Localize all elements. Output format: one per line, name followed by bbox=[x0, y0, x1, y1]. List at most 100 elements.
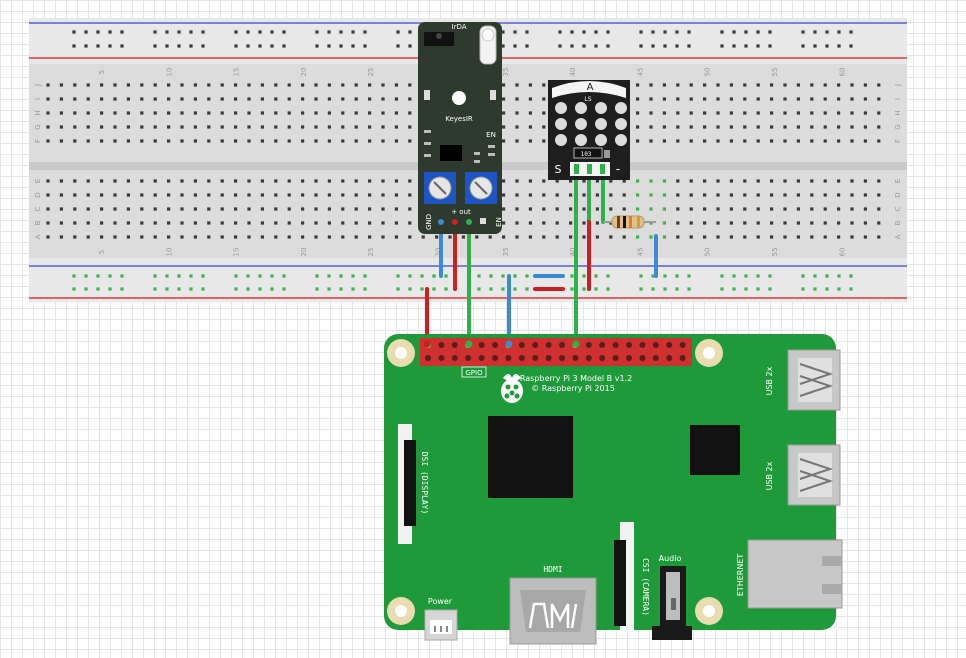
terminal-hole bbox=[676, 111, 680, 115]
gpio-pin[interactable] bbox=[532, 342, 539, 348]
gpio-pin[interactable] bbox=[425, 355, 431, 361]
terminal-hole bbox=[193, 139, 197, 143]
dsi-connector[interactable] bbox=[404, 440, 416, 526]
gpio-pin[interactable] bbox=[492, 355, 498, 361]
terminal-hole bbox=[234, 111, 238, 115]
terminal-hole bbox=[877, 179, 881, 183]
rail-hole-top bbox=[801, 44, 805, 48]
ethernet-port[interactable] bbox=[747, 539, 843, 609]
terminal-hole bbox=[153, 111, 157, 115]
terminal-hole bbox=[662, 139, 666, 143]
terminal-hole bbox=[86, 111, 90, 115]
gpio-pin[interactable] bbox=[478, 355, 485, 361]
rail-hole-top bbox=[96, 44, 100, 48]
gpio-pin[interactable] bbox=[451, 355, 458, 361]
rail-hole-top bbox=[84, 44, 88, 48]
terminal-hole bbox=[502, 83, 506, 87]
rail-hole-top bbox=[570, 44, 574, 48]
terminal-hole bbox=[636, 207, 640, 211]
terminal-hole bbox=[622, 207, 626, 211]
gpio-pin[interactable] bbox=[652, 355, 659, 361]
rail-hole-top bbox=[270, 44, 274, 48]
gpio-pin[interactable] bbox=[639, 342, 646, 348]
rail-hole-bottom bbox=[768, 274, 772, 278]
gpio-pin[interactable] bbox=[626, 355, 632, 361]
rail-hole-top bbox=[315, 30, 319, 34]
terminal-hole bbox=[247, 193, 251, 197]
terminal-hole bbox=[649, 125, 653, 129]
gpio-pin[interactable] bbox=[572, 355, 579, 361]
terminal-hole bbox=[113, 193, 117, 197]
terminal-hole bbox=[126, 179, 130, 183]
gpio-pin[interactable] bbox=[518, 342, 525, 348]
gpio-pin[interactable] bbox=[599, 355, 606, 361]
terminal-hole bbox=[636, 83, 640, 87]
gpio-pin[interactable] bbox=[585, 342, 592, 348]
terminal-hole bbox=[274, 235, 278, 239]
terminal-hole bbox=[823, 179, 827, 183]
terminal-hole bbox=[100, 221, 104, 225]
column-number-top: 45 bbox=[636, 68, 644, 77]
terminal-hole bbox=[810, 193, 814, 197]
terminal-hole bbox=[689, 179, 693, 183]
gpio-pin[interactable] bbox=[652, 342, 659, 348]
gpio-pin[interactable] bbox=[599, 342, 606, 348]
terminal-hole bbox=[756, 97, 760, 101]
terminal-hole bbox=[368, 83, 372, 87]
terminal-hole bbox=[59, 221, 63, 225]
gpio-pin[interactable] bbox=[492, 342, 498, 348]
rail-hole-bottom bbox=[825, 287, 829, 291]
terminal-hole bbox=[46, 111, 50, 115]
terminal-hole bbox=[86, 139, 90, 143]
gpio-pin[interactable] bbox=[518, 355, 525, 361]
terminal-hole bbox=[689, 111, 693, 115]
gpio-pin[interactable] bbox=[559, 355, 565, 361]
terminal-hole bbox=[515, 193, 519, 197]
terminal-hole bbox=[877, 235, 881, 239]
gpio-pin[interactable] bbox=[626, 342, 632, 348]
terminal-hole bbox=[461, 235, 465, 239]
gpio-pin[interactable] bbox=[532, 355, 539, 361]
terminal-hole bbox=[260, 221, 264, 225]
gpio-pin[interactable] bbox=[585, 355, 592, 361]
terminal-hole bbox=[153, 221, 157, 225]
csi-connector[interactable] bbox=[614, 540, 626, 626]
gpio-pin[interactable] bbox=[679, 355, 686, 361]
terminal-hole bbox=[354, 125, 358, 129]
rail-hole-bottom bbox=[351, 274, 355, 278]
gpio-pin[interactable] bbox=[438, 342, 445, 348]
gpio-pin[interactable] bbox=[666, 355, 673, 361]
terminal-hole bbox=[649, 139, 653, 143]
terminal-hole bbox=[837, 111, 841, 115]
rail-hole-top bbox=[246, 30, 250, 34]
terminal-hole bbox=[729, 235, 733, 239]
gpio-pin[interactable] bbox=[679, 342, 686, 348]
rail-hole-bottom bbox=[420, 274, 424, 278]
gpio-pin[interactable] bbox=[505, 355, 512, 361]
gpio-pin[interactable] bbox=[559, 342, 565, 348]
terminal-hole bbox=[555, 221, 559, 225]
terminal-hole bbox=[394, 111, 398, 115]
gpio-pin[interactable] bbox=[451, 342, 458, 348]
terminal-hole bbox=[421, 235, 425, 239]
gpio-pin[interactable] bbox=[545, 342, 552, 348]
terminal-hole bbox=[863, 111, 867, 115]
gpio-pin[interactable] bbox=[612, 342, 619, 348]
terminal-hole bbox=[569, 235, 573, 239]
gpio-pin[interactable] bbox=[639, 355, 646, 361]
gpio-pin[interactable] bbox=[438, 355, 445, 361]
gpio-pin[interactable] bbox=[545, 355, 552, 361]
gpio-pin[interactable] bbox=[478, 342, 485, 348]
gpio-pin[interactable] bbox=[465, 355, 472, 361]
terminal-hole bbox=[368, 221, 372, 225]
terminal-hole bbox=[609, 193, 613, 197]
gpio-pin[interactable] bbox=[612, 355, 619, 361]
rail-hole-bottom bbox=[720, 274, 724, 278]
gpio-pin[interactable] bbox=[666, 342, 673, 348]
rail-hole-top bbox=[558, 44, 562, 48]
terminal-hole bbox=[783, 83, 787, 87]
terminal-hole bbox=[569, 179, 573, 183]
terminal-hole bbox=[327, 97, 331, 101]
terminal-hole bbox=[86, 193, 90, 197]
rail-hole-bottom bbox=[756, 274, 760, 278]
